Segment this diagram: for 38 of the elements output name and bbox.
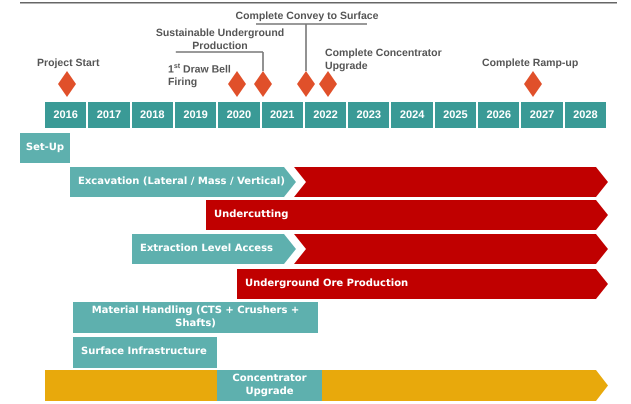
phase-bar: Underground Ore Production (237, 269, 608, 299)
milestone-diamond (228, 71, 246, 97)
continuation-bar (294, 167, 608, 197)
phase-bar: Material Handling (CTS + Crushers + Shafts) (73, 302, 318, 333)
leader-line (255, 23, 368, 72)
year-cell: 2021 (262, 102, 305, 128)
year-cell: 2028 (564, 102, 608, 128)
milestone-label: Complete Concentrator Upgrade (325, 47, 443, 72)
year-cell: 2018 (132, 102, 175, 128)
phase-bar: Extraction Level Access (132, 234, 296, 264)
year-cell: 2020 (218, 102, 262, 128)
phase-bar: Surface Infrastructure (73, 337, 217, 368)
year-cell: 2023 (348, 102, 392, 128)
phase-bar: Undercutting (206, 200, 608, 230)
continuation-bar (45, 370, 608, 401)
year-cell: 2025 (434, 102, 478, 128)
milestone-diamond (254, 71, 272, 97)
milestone-label: Complete Ramp-up (482, 57, 580, 70)
milestone-diamond (319, 71, 337, 97)
milestone-label: Project Start (37, 57, 100, 70)
year-cell: 2016 (45, 102, 88, 128)
milestone-diamond (297, 71, 315, 97)
year-cell: 2022 (304, 102, 348, 128)
year-cell: 2027 (521, 102, 565, 128)
milestone-diamond (524, 71, 542, 97)
milestone-diamond (58, 71, 76, 97)
phase-bar: Set-Up (20, 133, 70, 163)
milestone-label: Sustainable Underground Production (155, 27, 285, 52)
year-cell: 2024 (391, 102, 435, 128)
milestone-label: Complete Convey to Surface (232, 10, 382, 23)
phase-bar: Concentrator Upgrade (217, 370, 322, 401)
phase-bar: Excavation (Lateral / Mass / Vertical) (70, 167, 296, 197)
year-cell: 2026 (478, 102, 522, 128)
year-cell: 2019 (174, 102, 218, 128)
leader-line (175, 51, 264, 72)
milestone-label: 1$^{st}$ Draw Bell Firing (168, 63, 232, 89)
continuation-bar (294, 234, 608, 264)
year-cell: 2017 (88, 102, 132, 128)
